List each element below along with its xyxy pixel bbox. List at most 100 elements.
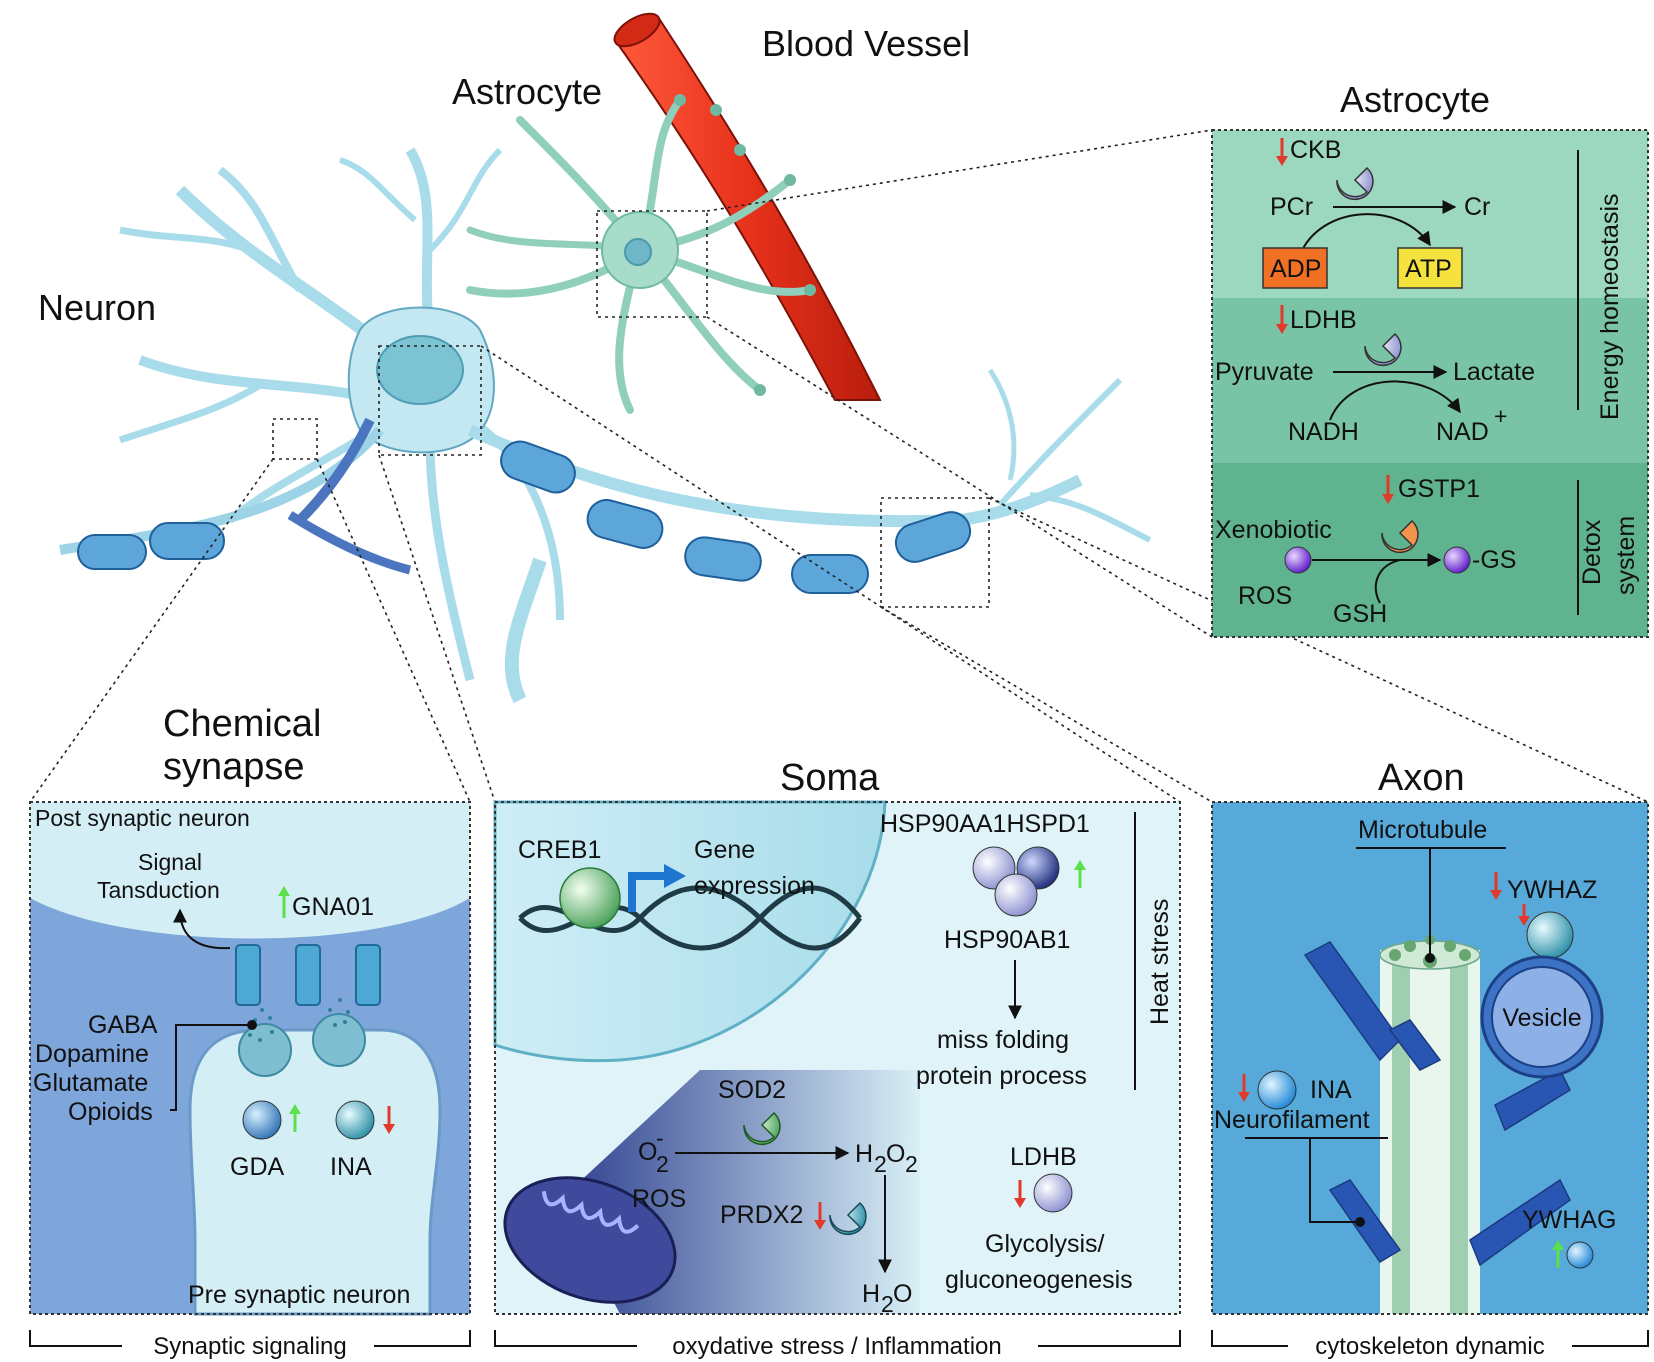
ywhaz-label: YWHAZ: [1507, 876, 1597, 904]
synapse-title-line-2: synapse: [163, 746, 305, 788]
gda-molecule: [242, 1100, 282, 1140]
ckb-enzyme-icon: [1336, 166, 1374, 201]
energy-homeostasis-label: Energy homeostasis: [1596, 193, 1624, 420]
nt-dopamine-label: Dopamine: [35, 1040, 149, 1068]
h2o-label-h: H: [862, 1280, 880, 1308]
creb1-label: CREB1: [518, 836, 601, 864]
nt-opioids-label: Opioids: [68, 1098, 153, 1126]
ckb-label: CKB: [1290, 136, 1341, 164]
nt-glutamate-label: Glutamate: [33, 1069, 148, 1097]
pcr-label: PCr: [1270, 193, 1313, 221]
xenobiotic-label: Xenobiotic: [1215, 516, 1332, 544]
lactate-label: Lactate: [1453, 358, 1535, 386]
xenobiotic-molecule: [1284, 546, 1312, 574]
adp-box: [1262, 247, 1328, 289]
o2-subscript: 2: [656, 1151, 669, 1177]
synapse-panel: Chemical synapse Post synaptic neuron Si…: [29, 703, 471, 1360]
vesicle-right: [312, 1013, 366, 1067]
gstp1-down-arrowhead: [1382, 494, 1394, 504]
signal-label-1: Signal: [138, 849, 202, 875]
ina-synapse-molecule: [335, 1100, 375, 1140]
h2o2-label-2b: 2: [905, 1151, 918, 1177]
hsp90ab1-molecule: [994, 873, 1038, 917]
gna01-up-arrowhead: [278, 886, 290, 896]
ldhb-soma-label: LDHB: [1010, 1143, 1077, 1171]
glycolysis-label-1: Glycolysis/: [985, 1230, 1105, 1258]
ckb-down-arrowhead: [1276, 156, 1288, 166]
nucleus: [493, 800, 887, 1063]
gda-label: GDA: [230, 1153, 285, 1181]
atp-label: ATP: [1405, 255, 1452, 283]
detox-label-1: Detox: [1578, 519, 1606, 585]
h2o2-label-o: O: [886, 1140, 905, 1168]
gene-label-1: Gene: [694, 836, 755, 864]
ywhag-label: YWHAG: [1522, 1206, 1616, 1234]
synaptic-footer-label: Synaptic signaling: [153, 1333, 346, 1360]
hsp-bottom-label: HSP90AB1: [944, 926, 1070, 954]
cytoskeleton-footer-label: cytoskeleton dynamic: [1315, 1333, 1544, 1360]
atp-box: [1397, 247, 1463, 289]
prdx2-label: PRDX2: [720, 1201, 803, 1229]
vesicle-left: [238, 1023, 292, 1077]
microtubule-label: Microtubule: [1358, 816, 1487, 844]
sod2-label: SOD2: [718, 1076, 786, 1104]
synapse-title-line-1: Chemical: [163, 703, 321, 745]
myelin-sheaths: [77, 440, 972, 594]
glycolysis-label-2: gluconeogenesis: [945, 1266, 1133, 1294]
ina-axon-down-arrowhead: [1238, 1092, 1250, 1102]
ldhb-enzyme-icon: [1364, 332, 1402, 367]
ywhaz-down-arrowhead-1: [1490, 890, 1502, 900]
neuron-cell: [118, 147, 1152, 704]
astrocyte-label: Astrocyte: [452, 71, 602, 112]
neurofilament-label: Neurofilament: [1214, 1106, 1370, 1134]
ina-axon-molecule: [1257, 1070, 1297, 1110]
soma-title: Soma: [780, 757, 880, 799]
vesicle-label: Vesicle: [1502, 1004, 1581, 1032]
h2o-label-2: 2: [881, 1291, 894, 1317]
nad-plus-label: +: [1494, 403, 1507, 429]
gsh-label: GSH: [1333, 600, 1387, 628]
oxidative-footer-label: oxydative stress / Inflammation: [672, 1333, 1001, 1360]
astrocyte-panel: Astrocyte Energy homeostasis Detox syste…: [1211, 79, 1649, 638]
zoom-callouts: [29, 129, 1649, 803]
ywhaz-down-arrowhead-2: [1518, 916, 1530, 926]
ina-synapse-down-arrowhead: [383, 1124, 395, 1134]
ros-label: ROS: [1238, 582, 1292, 610]
gstp1-enzyme-icon: [1381, 519, 1419, 554]
gstp1-label: GSTP1: [1398, 475, 1480, 503]
neuron-label: Neuron: [38, 287, 156, 328]
mitochondrion: [503, 1176, 677, 1304]
hsp-up-arrowhead: [1074, 860, 1086, 870]
ina-synapse-label: INA: [330, 1153, 372, 1181]
ina-axon-label: INA: [1310, 1076, 1352, 1104]
ywhag-molecule: [1566, 1241, 1594, 1269]
ros-soma-label: ROS: [632, 1185, 686, 1213]
prdx2-down-arrowhead: [814, 1220, 826, 1230]
astrocyte-panel-title: Astrocyte: [1340, 79, 1490, 120]
sod2-enzyme-icon: [743, 1111, 781, 1146]
nadh-label: NADH: [1288, 418, 1359, 446]
heat-stress-label: Heat stress: [1146, 899, 1174, 1025]
o2-label: O: [638, 1138, 657, 1166]
gda-up-arrowhead: [289, 1104, 301, 1114]
nt-gaba-label: GABA: [88, 1011, 158, 1039]
h2o2-label-2a: 2: [874, 1151, 887, 1177]
ldhb-soma-down-arrowhead: [1014, 1198, 1026, 1208]
gene-expression-arrow: [664, 864, 686, 888]
synaptic-bracket: [29, 1330, 471, 1347]
gs-conjugate-molecule: [1443, 546, 1471, 574]
hsp-top-label: HSP90AA1HSPD1: [880, 810, 1090, 838]
ldhb-label: LDHB: [1290, 306, 1357, 334]
gna01-label: GNA01: [292, 893, 374, 921]
cr-label: Cr: [1464, 193, 1490, 221]
detox-label-2: system: [1612, 516, 1640, 595]
creb1-molecule: [559, 867, 621, 929]
axon-title: Axon: [1378, 757, 1465, 799]
gene-label-2: expression: [694, 872, 815, 900]
post-synaptic-label: Post synaptic neuron: [35, 805, 250, 831]
pre-synaptic-label: Pre synaptic neuron: [188, 1281, 410, 1309]
neurofilaments: [1303, 941, 1571, 1267]
cytoskeleton-bracket: [1211, 1330, 1649, 1347]
adp-label: ADP: [1270, 255, 1321, 283]
